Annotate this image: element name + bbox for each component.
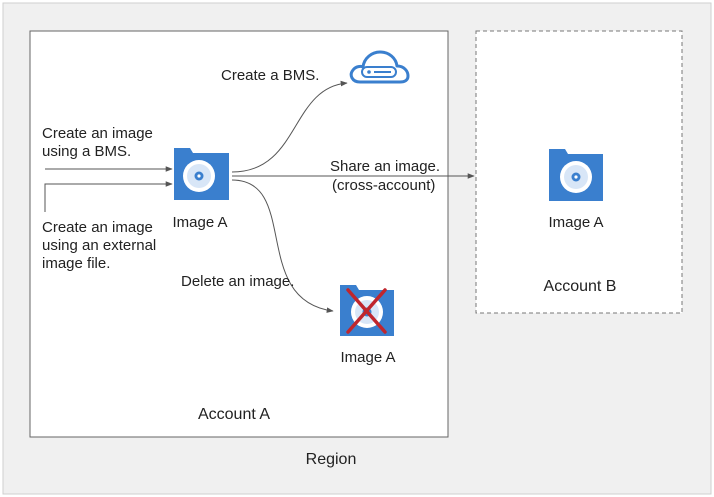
delete-label: Delete an image. [181,273,295,290]
region-label: Region [305,451,357,468]
arrow-create-bms [231,80,348,173]
arrow-create-from-file [44,181,173,212]
image-a-account-b-icon [549,149,603,201]
account-a-label: Account A [197,406,271,423]
create-from-file-label-line1: Create an image [42,219,153,236]
delete-x-icon [346,288,387,334]
image-a-icon [174,148,229,200]
account-b-label: Account B [543,278,617,295]
bms-cloud-icon [349,50,410,84]
image-a-label: Image A [172,214,228,231]
create-from-file-label-line2: using an external [42,237,157,254]
arrow-delete-image [231,179,334,313]
share-label-line1: Share an image. [330,158,441,175]
deleted-image-label: Image A [340,349,396,366]
account-b-image-label: Image A [548,214,604,231]
create-bms-label: Create a BMS. [221,67,320,84]
create-from-file-label-line3: image file. [42,255,111,272]
create-from-bms-label-line1: Create an image [42,125,153,142]
account-a-box [29,30,449,438]
create-from-bms-label-line2: using a BMS. [42,143,132,160]
share-label-line2: (cross-account) [332,177,436,194]
